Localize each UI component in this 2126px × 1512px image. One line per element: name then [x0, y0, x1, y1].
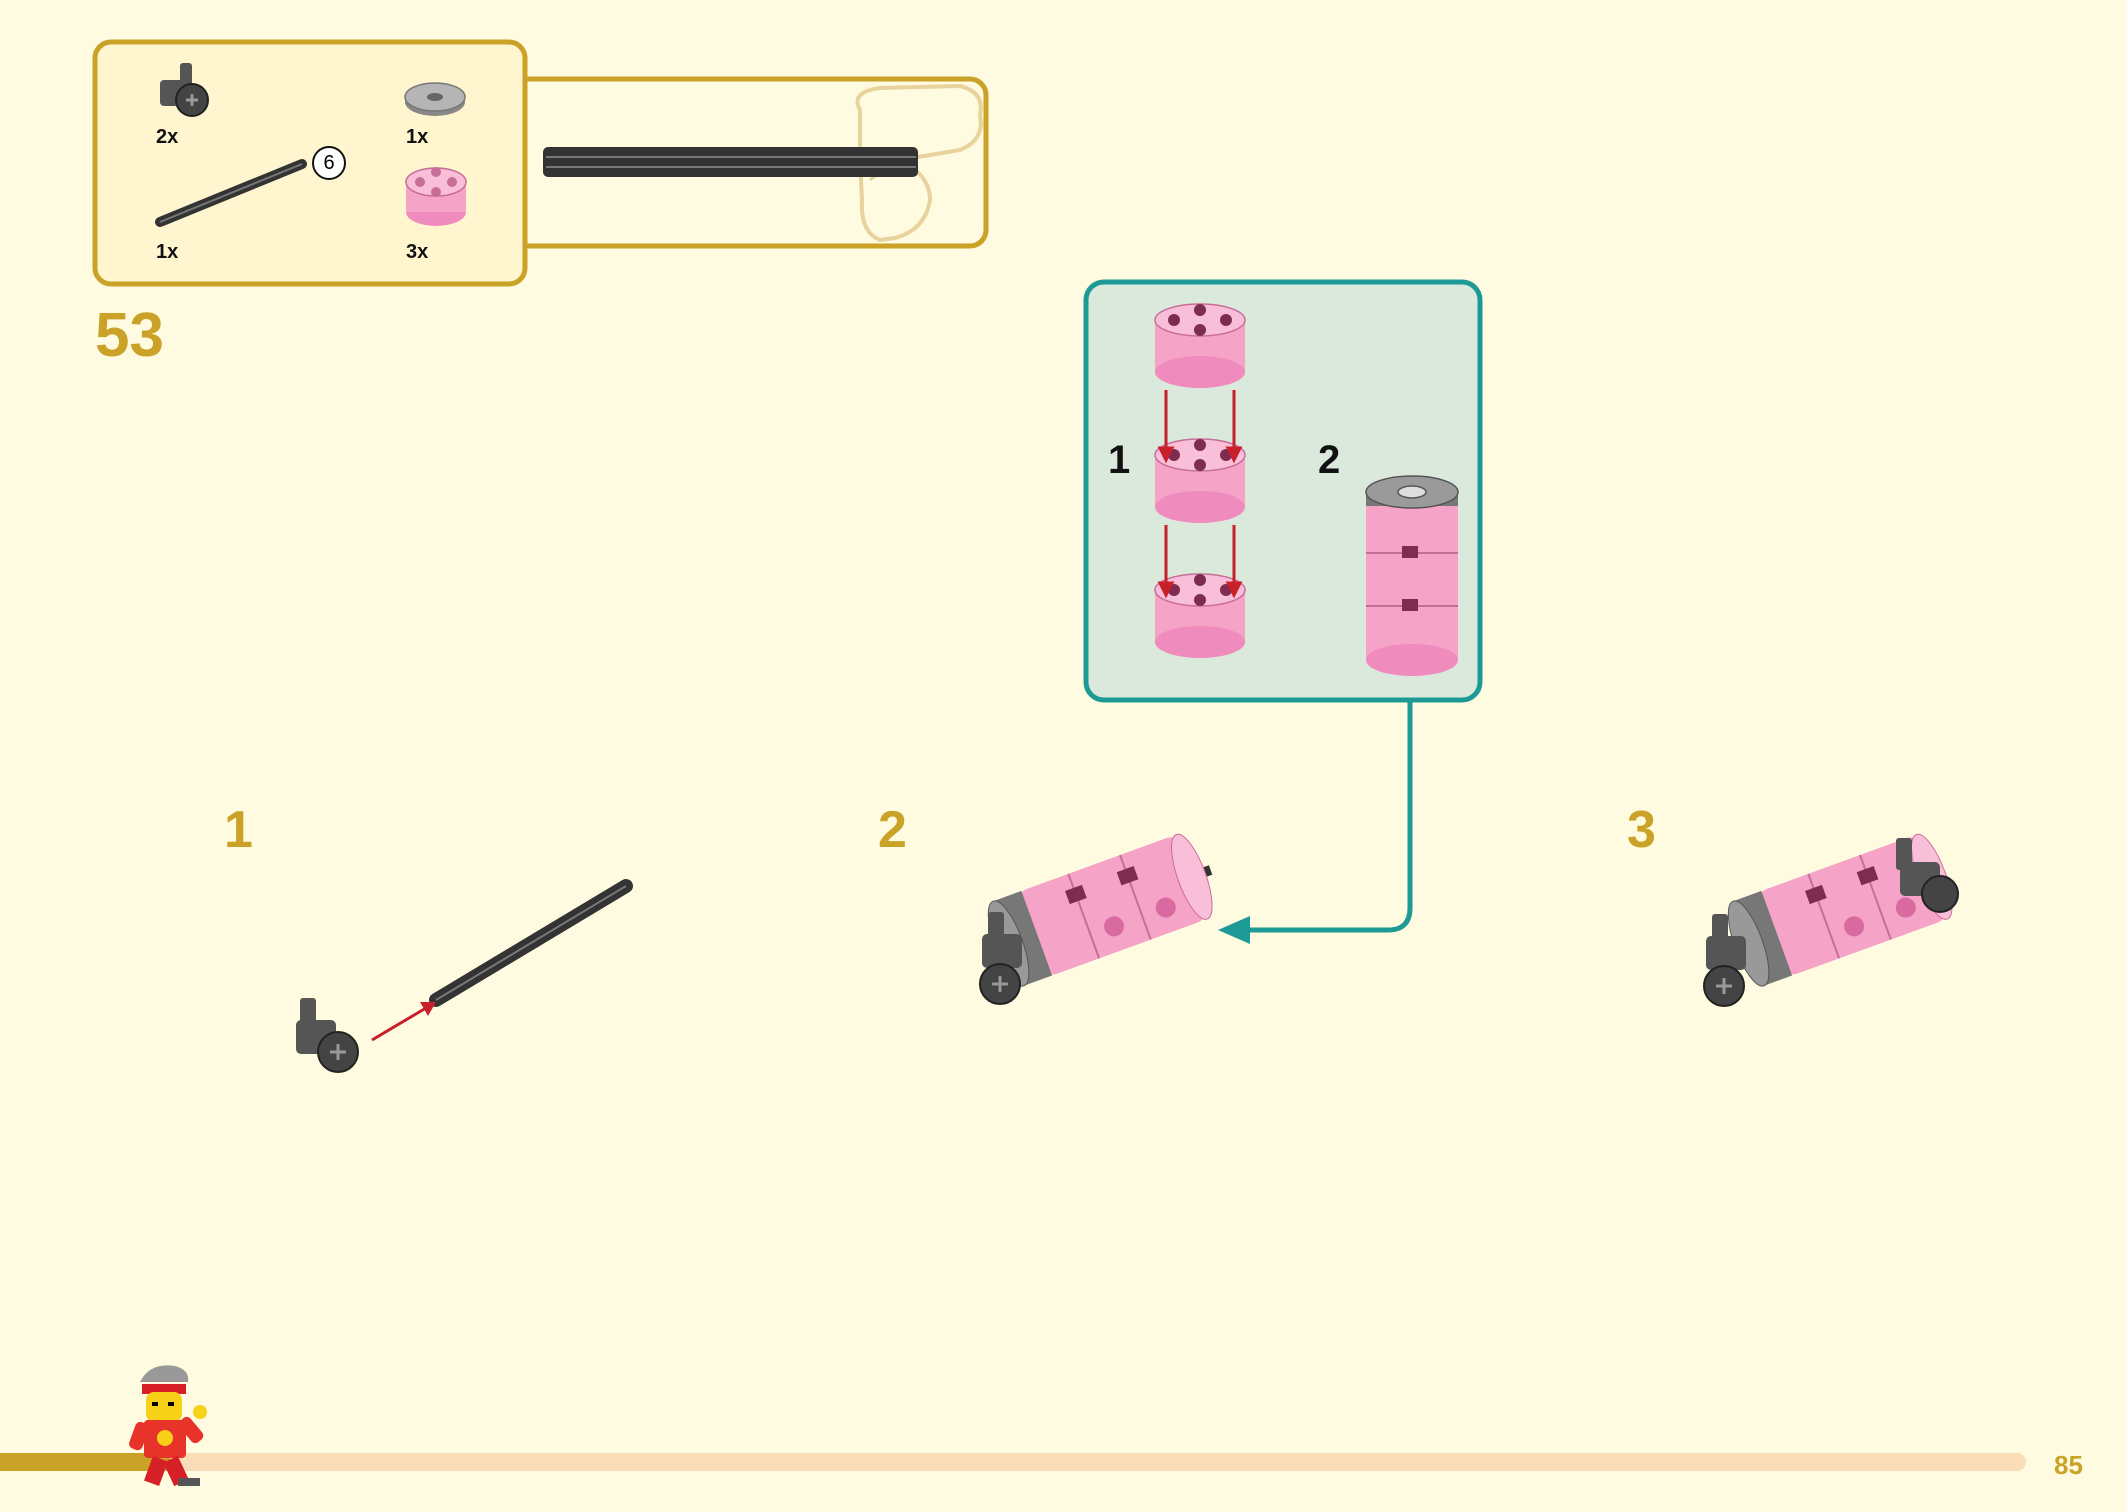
- round-tile-qty: 1x: [406, 126, 429, 148]
- pink-brick-stack-assembled: [1365, 475, 1459, 676]
- pin-connector-piece: [296, 998, 359, 1073]
- step-number: 53: [95, 301, 164, 370]
- pink-brick-bottom: [1154, 573, 1246, 658]
- axle-part-icon: [155, 159, 307, 227]
- pin-connector-left: [1703, 914, 1746, 1007]
- pin-connector-qty: 2x: [156, 126, 179, 148]
- minifigure-mascot-icon: [129, 1365, 207, 1487]
- substep-1-number: 1: [224, 801, 253, 859]
- inset-label-2: 2: [1318, 438, 1341, 482]
- round-tile-part-icon: [404, 82, 466, 116]
- pink-brick-middle: [1154, 438, 1246, 523]
- insert-arrow: [371, 1002, 436, 1042]
- pink-round-brick-part-icon: [405, 167, 467, 226]
- axle-insert: [429, 879, 633, 1007]
- page-number: 85: [2054, 1450, 2083, 1480]
- axle-length-value: 6: [323, 152, 335, 174]
- axle-qty: 1x: [156, 241, 179, 263]
- red-assembly-arrows: [1157, 390, 1243, 599]
- pin-connector-part-icon: [160, 63, 209, 117]
- pin-connector-right: [1896, 838, 1959, 913]
- substep-2-number: 2: [878, 801, 907, 859]
- pin-connector-piece-2: [979, 912, 1022, 1005]
- pink-round-brick-qty: 3x: [406, 241, 429, 263]
- axle-length-badge: 6: [312, 146, 346, 180]
- substep-3-number: 3: [1627, 801, 1656, 859]
- pink-brick-stack-exploded: [1154, 303, 1246, 658]
- pink-brick-top: [1154, 303, 1246, 388]
- inset-label-1: 1: [1108, 438, 1131, 482]
